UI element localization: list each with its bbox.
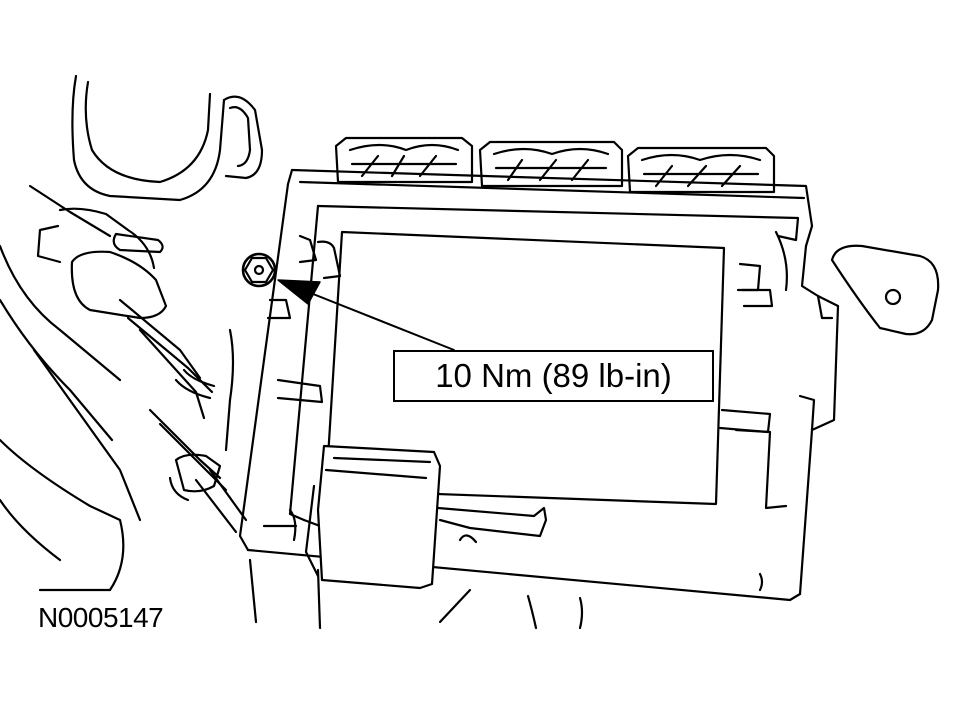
wire-clip	[304, 444, 442, 590]
module-connectors	[334, 136, 776, 194]
mounting-bracket	[830, 244, 940, 336]
callout-leader-arrow	[277, 279, 455, 351]
engine-background	[0, 74, 584, 630]
figure-id-label: N0005147	[38, 602, 164, 633]
module-housing	[238, 168, 840, 602]
module-inner-panel	[324, 230, 726, 506]
torque-spec-callout: 10 Nm (89 lb-in)	[393, 350, 714, 402]
bolt-icon	[241, 252, 277, 288]
